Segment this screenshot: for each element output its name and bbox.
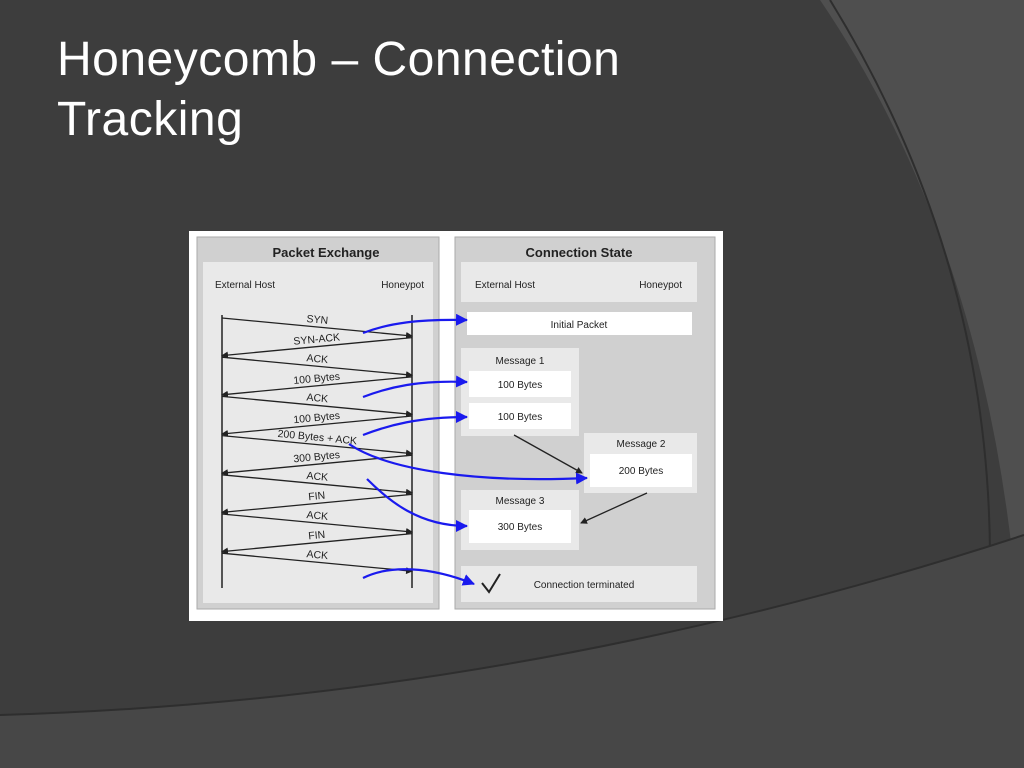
initial-packet-label: Initial Packet bbox=[551, 320, 608, 331]
packet-label: ACK bbox=[306, 509, 329, 523]
connection-terminated-box bbox=[461, 566, 697, 602]
background-arc-bottom-line bbox=[0, 534, 1024, 716]
packet-arrow bbox=[221, 376, 413, 398]
packet-arrow bbox=[221, 336, 413, 359]
final-ack-to-terminated-arrow bbox=[362, 568, 475, 586]
connection-state-header bbox=[461, 262, 697, 302]
check-icon bbox=[481, 573, 501, 594]
slide-title: Honeycomb – Connection Tracking bbox=[57, 30, 817, 150]
initial-packet-box bbox=[467, 312, 692, 335]
message1-to-message2-arrow bbox=[513, 434, 583, 474]
left-external-host-label: External Host bbox=[215, 280, 275, 291]
packet-label: ACK bbox=[306, 352, 329, 366]
packet-label: ACK bbox=[306, 391, 329, 405]
message2-box-text: 200 Bytes bbox=[619, 466, 663, 477]
connection-state-title: Connection State bbox=[526, 245, 633, 260]
first-100-bytes-to-message1-arrow bbox=[362, 375, 468, 399]
packet-label: 100 Bytes bbox=[293, 410, 341, 426]
diagram-svg: Packet Exchange External Host Honeypot C… bbox=[196, 236, 716, 610]
background-arc-bottom bbox=[0, 535, 1024, 768]
packet-label: FIN bbox=[308, 529, 326, 543]
packet-label: SYN bbox=[306, 313, 329, 327]
slide-title-line-1: Honeycomb – Connection bbox=[57, 33, 621, 86]
message1-box-2 bbox=[469, 403, 571, 429]
packet-label: ACK bbox=[306, 548, 329, 562]
message1-box-1 bbox=[469, 371, 571, 397]
packet-arrow bbox=[221, 415, 413, 437]
message1-box-2-text: 100 Bytes bbox=[498, 412, 542, 423]
message3-box-text: 300 Bytes bbox=[498, 522, 542, 533]
packet-arrow bbox=[221, 395, 413, 418]
packet-arrow bbox=[221, 434, 413, 457]
message2-label: Message 2 bbox=[617, 439, 666, 450]
slide-title-line-2: Tracking bbox=[57, 93, 244, 146]
message1-label: Message 1 bbox=[496, 356, 545, 367]
packet-label: FIN bbox=[308, 490, 326, 504]
background-arc-line bbox=[829, 0, 991, 561]
right-honeypot-label: Honeypot bbox=[639, 280, 682, 291]
message3-box bbox=[469, 510, 571, 543]
connection-state-panel: Connection State External Host Honeypot … bbox=[454, 236, 716, 610]
packet-label: SYN-ACK bbox=[293, 331, 341, 347]
packet-arrow bbox=[221, 356, 413, 379]
300-bytes-to-message3-arrow bbox=[366, 478, 468, 532]
left-honeypot-label: Honeypot bbox=[381, 280, 424, 291]
syn-to-initial-packet-arrow bbox=[362, 313, 468, 335]
message1-box-1-text: 100 Bytes bbox=[498, 380, 542, 391]
packet-arrow bbox=[221, 552, 413, 575]
state-mapping-arrows bbox=[348, 313, 588, 586]
connection-tracking-diagram: Packet Exchange External Host Honeypot C… bbox=[189, 231, 723, 621]
packet-arrow bbox=[221, 493, 413, 516]
message2-box bbox=[590, 454, 692, 487]
packet-label: ACK bbox=[306, 470, 329, 484]
background-arc-right bbox=[820, 0, 1024, 768]
packet-arrow bbox=[221, 317, 413, 339]
packet-arrow bbox=[221, 513, 413, 535]
packet-arrow bbox=[221, 474, 413, 496]
connection-terminated-label: Connection terminated bbox=[534, 580, 635, 591]
message3-label: Message 3 bbox=[496, 496, 545, 507]
packet-label: 300 Bytes bbox=[293, 449, 341, 465]
second-100-bytes-to-message1-arrow bbox=[362, 411, 468, 437]
200-bytes-to-message2-arrow bbox=[348, 443, 588, 485]
packet-exchange-title: Packet Exchange bbox=[273, 245, 380, 260]
packet-label: 100 Bytes bbox=[293, 371, 341, 387]
message2-to-message3-arrow bbox=[580, 492, 648, 524]
packet-arrow bbox=[221, 532, 413, 555]
right-external-host-label: External Host bbox=[475, 280, 535, 291]
